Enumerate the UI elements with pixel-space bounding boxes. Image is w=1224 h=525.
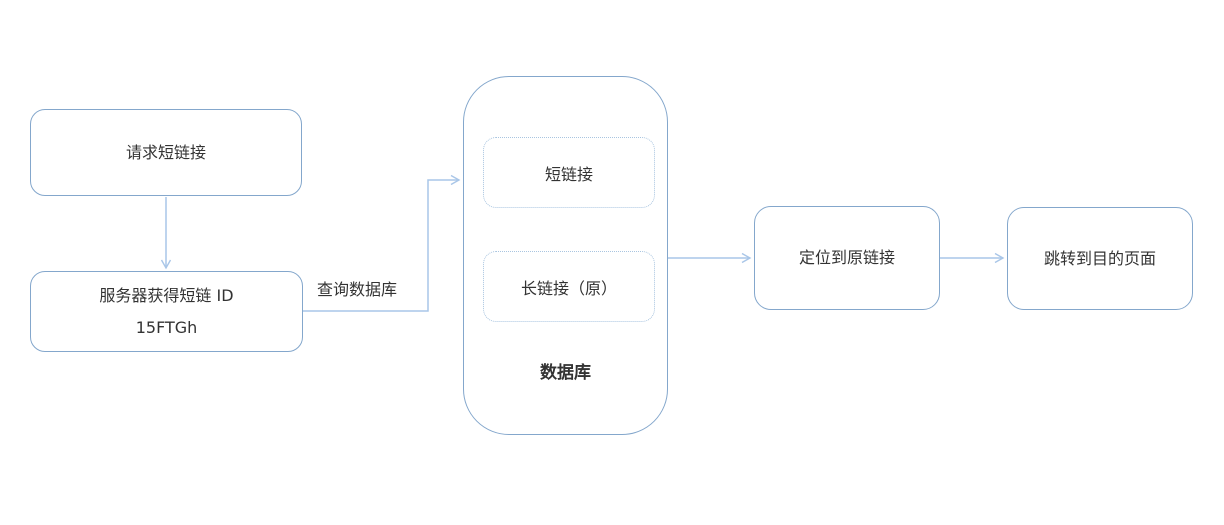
node-long-link-label: 长链接（原） bbox=[520, 278, 617, 298]
node-short-link: 短链接 bbox=[483, 137, 655, 208]
node-locate-label: 定位到原链接 bbox=[798, 248, 895, 267]
node-server-label-line2: 15FTGh bbox=[135, 317, 198, 337]
node-request-label: 请求短链接 bbox=[125, 142, 206, 162]
node-request-short-link: 请求短链接 bbox=[30, 109, 302, 196]
node-jump-label: 跳转到目的页面 bbox=[1043, 248, 1156, 268]
database-label: 数据库 bbox=[540, 363, 591, 383]
node-long-link-original: 长链接（原） bbox=[483, 251, 655, 322]
node-jump-destination-page: 跳转到目的页面 bbox=[1007, 207, 1193, 310]
node-server-gets-short-id: 服务器获得短链 ID 15FTGh bbox=[30, 271, 303, 352]
node-server-label-line1: 服务器获得短链 ID bbox=[99, 285, 234, 305]
node-short-link-label: 短链接 bbox=[544, 164, 593, 184]
node-locate-original-link: 定位到原链接 bbox=[754, 206, 940, 310]
edge-query-database-label: 查询数据库 bbox=[317, 280, 398, 299]
